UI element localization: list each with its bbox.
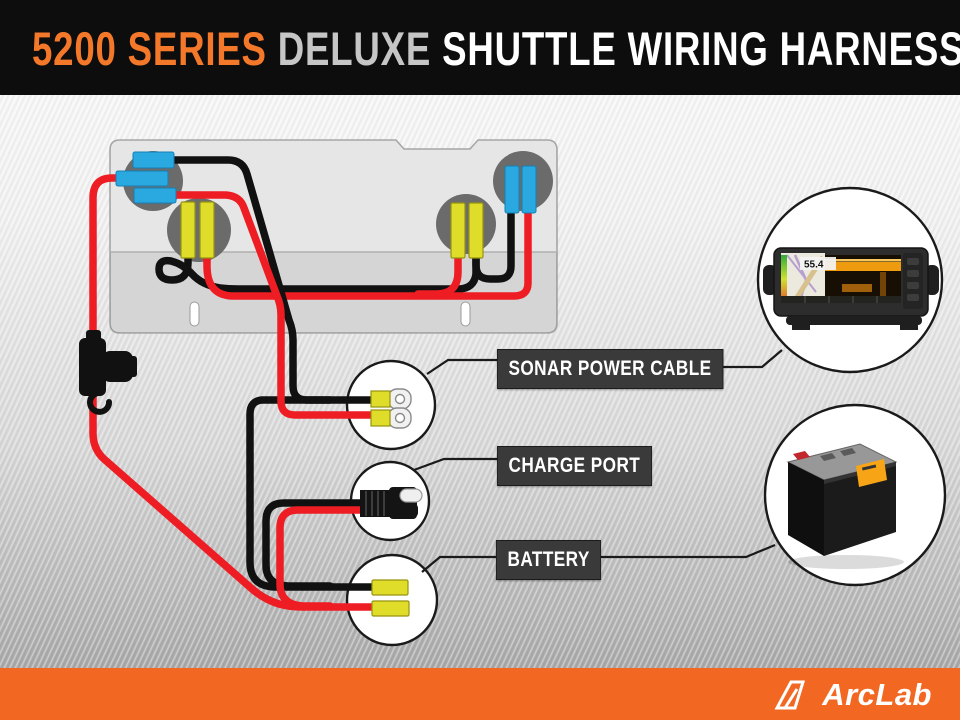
title-banner: 5200 SERIES DELUXE SHUTTLE WIRING HARNES… — [0, 0, 960, 95]
wire-red-sonar — [173, 191, 378, 419]
battery-terminal-red — [793, 451, 810, 460]
battery-front — [788, 462, 824, 556]
battery-photo — [763, 403, 947, 587]
wire-black-sonar — [171, 156, 378, 404]
footer-bar: ArcLab — [0, 668, 960, 720]
spade-terminals-left — [180, 201, 215, 259]
tray-slot-right — [460, 301, 471, 327]
title-product: SHUTTLE WIRING HARNESS — [442, 22, 960, 75]
title-deluxe: DELUXE — [277, 22, 432, 75]
fishfinder-depth-reading: 55.4 — [804, 260, 824, 271]
fishfinder-mount — [786, 316, 922, 325]
wire-black-battery — [246, 396, 378, 591]
harness-wires — [89, 156, 532, 611]
arclab-mark-icon — [774, 680, 806, 710]
fishfinder-menu-bar — [781, 296, 901, 303]
brand-name: ArcLab — [822, 677, 932, 712]
wire-red-c3-stub — [414, 252, 462, 298]
battery-capacity-badge — [856, 459, 887, 487]
wire-red-tray-run — [203, 208, 532, 300]
fishfinder-sonar-view — [825, 255, 901, 303]
charge-port-label: CHARGE PORT — [497, 446, 652, 486]
page-title: 5200 SERIES DELUXE SHUTTLE WIRING HARNES… — [32, 21, 960, 76]
battery-connector-circle — [345, 553, 439, 647]
shuttle-tray — [109, 139, 558, 334]
sonar-power-cable-label: SONAR POWER CABLE — [497, 349, 724, 389]
wire-black-c3-c4 — [472, 208, 515, 283]
battery-spade-terminals — [371, 579, 410, 617]
fuse-holder — [79, 330, 137, 415]
grommet-spades-left — [167, 198, 231, 262]
spade-terminals-right — [450, 202, 484, 259]
callout-lines — [413, 349, 783, 573]
brand-logo: ArcLab — [773, 677, 932, 713]
fishfinder-photo: 55.4 — [756, 186, 944, 374]
title-series: 5200 SERIES — [32, 22, 267, 75]
trolling-motor-connector — [115, 151, 177, 204]
sae-charge-connector — [360, 487, 423, 519]
battery-side — [824, 462, 896, 556]
tray-slot-left — [189, 301, 200, 327]
wire-black-tray-run — [155, 252, 480, 293]
grommet-spades-right — [436, 194, 496, 254]
sonar-ring-terminals — [370, 388, 412, 429]
wire-red-main-fused — [89, 174, 378, 611]
blue-terminals-right — [504, 165, 537, 214]
battery-label: BATTERY — [496, 540, 602, 580]
